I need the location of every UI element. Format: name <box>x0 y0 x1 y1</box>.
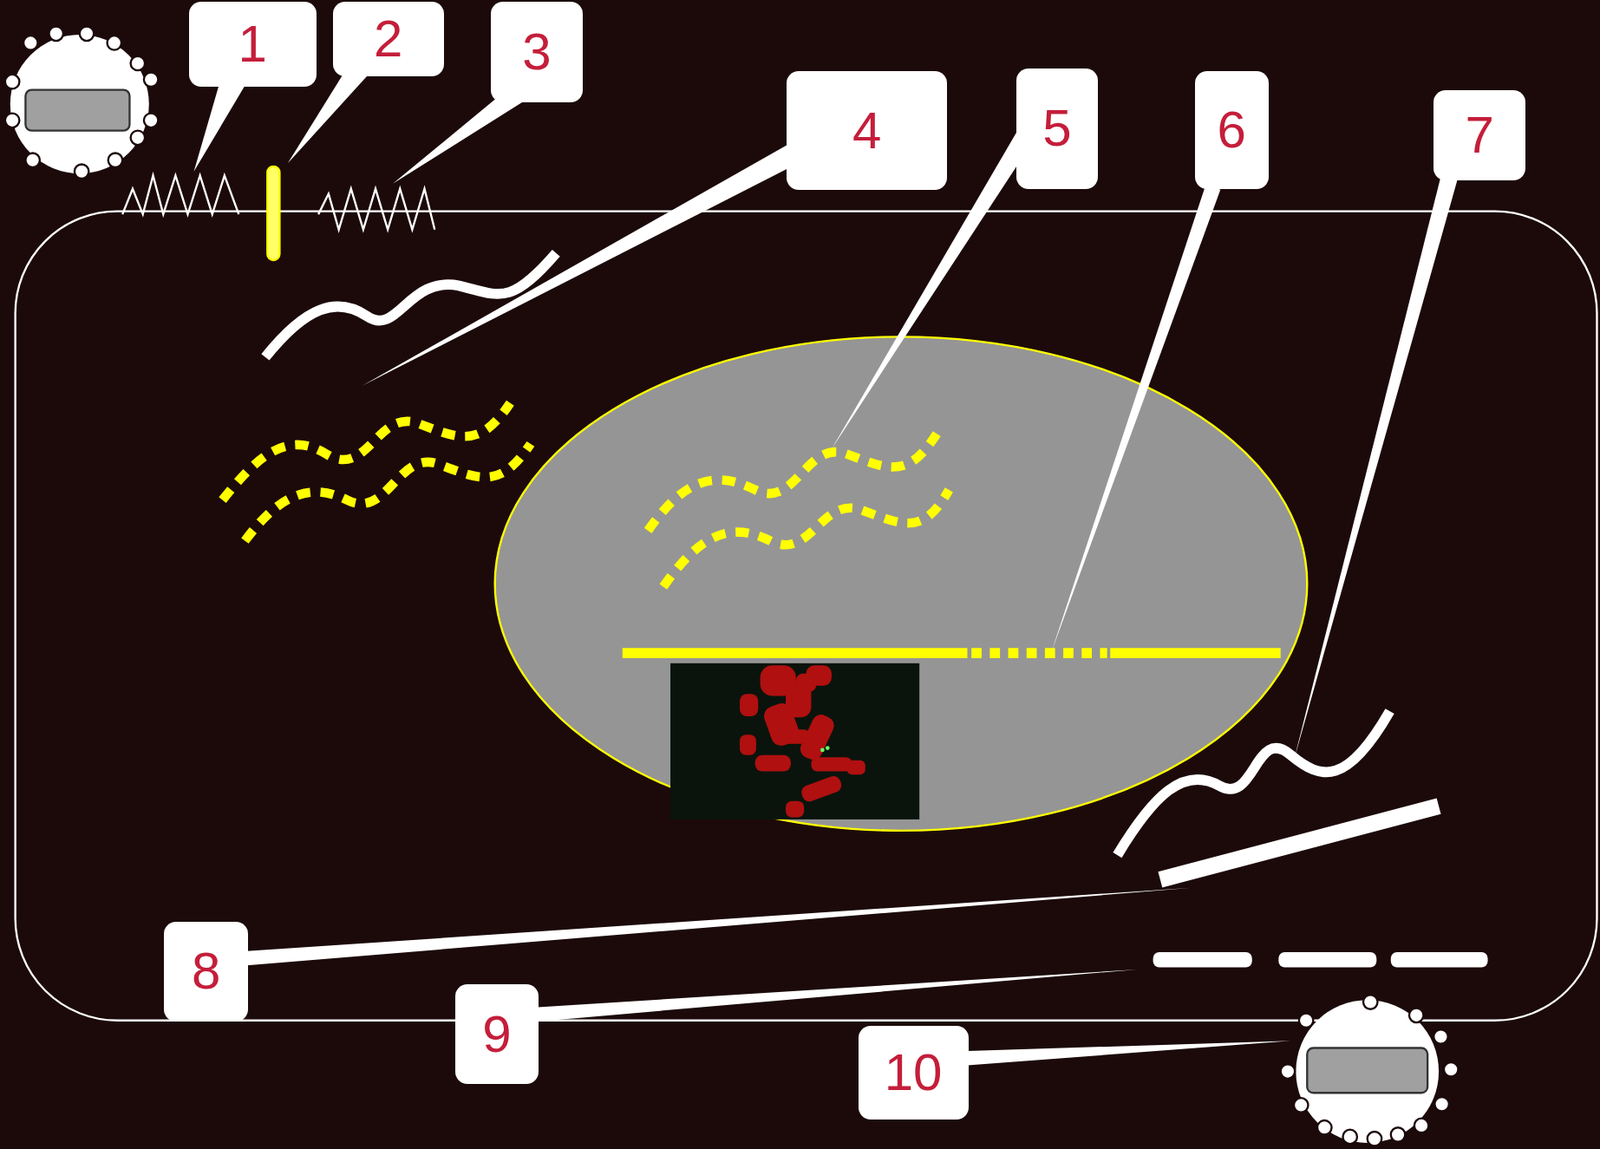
nucleus <box>495 336 1308 831</box>
protein-fragments <box>1153 952 1489 968</box>
callout-box: 6 <box>1195 71 1269 189</box>
callout-number: 10 <box>884 1046 943 1099</box>
leader-lines <box>194 71 1460 1065</box>
protein-bar <box>1160 806 1439 881</box>
receptor-wave <box>318 189 435 230</box>
callout-box: 10 <box>858 1025 969 1120</box>
callout-number: 1 <box>238 18 268 71</box>
receptor-wave <box>122 175 239 215</box>
callout-number: 3 <box>522 26 551 79</box>
callout-box: 3 <box>490 1 583 102</box>
callout-box: 9 <box>455 984 539 1084</box>
virus-bottom <box>1280 994 1459 1146</box>
chromosome-photo <box>670 663 920 820</box>
chromosomal-dna <box>622 647 968 659</box>
chromosomal-dna <box>1110 647 1281 659</box>
callout-number: 2 <box>373 13 403 66</box>
callout-box: 1 <box>189 1 317 87</box>
callout-number: 8 <box>191 945 221 998</box>
callout-number: 5 <box>1042 102 1072 155</box>
membrane-channel <box>267 166 280 261</box>
callout-number: 4 <box>852 104 882 157</box>
callout-box: 4 <box>786 71 947 190</box>
callout-number: 6 <box>1217 104 1247 157</box>
callout-number: 9 <box>482 1008 511 1061</box>
callout-box: 2 <box>333 1 445 77</box>
dna-dotted-nucleus <box>647 433 949 588</box>
integrated-dna <box>971 647 1107 659</box>
dna-dotted-cytoplasm <box>222 403 531 542</box>
virus-top <box>5 26 158 179</box>
callout-box: 5 <box>1016 68 1098 190</box>
callout-box: 7 <box>1433 90 1526 182</box>
cell-membrane <box>15 211 1598 1021</box>
callout-box: 8 <box>163 921 248 1022</box>
callout-number: 7 <box>1464 109 1494 162</box>
